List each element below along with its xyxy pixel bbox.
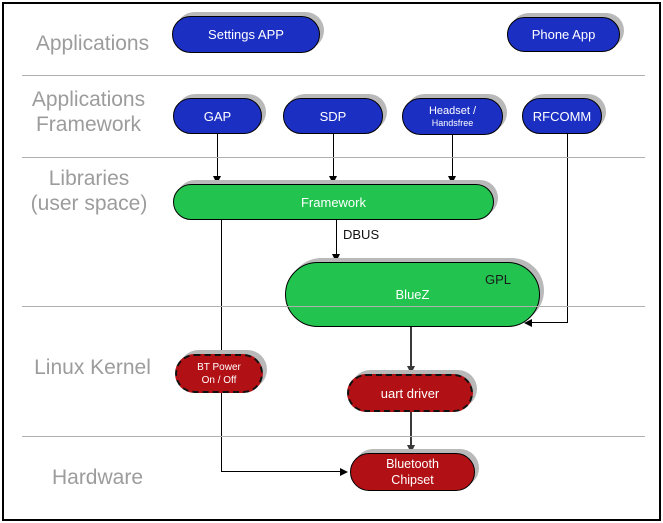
divider-libraries	[22, 306, 645, 307]
node-bluez: GPL BlueZ	[285, 262, 540, 327]
node-bluetooth-chipset: Bluetooth Chipset	[350, 453, 475, 491]
layer-label-line: Linux Kernel	[34, 356, 151, 379]
arrowhead-chipset-left	[340, 468, 348, 476]
arrowhead-headset	[448, 176, 456, 184]
node-label: Handsfree	[431, 117, 474, 128]
node-settings-app: Settings APP	[172, 16, 320, 53]
layer-label-line: (user space)	[30, 192, 148, 215]
layer-label-hardware: Hardware	[30, 465, 165, 490]
arrow-uart-to-chipset	[410, 412, 412, 446]
node-headset-handsfree: Headset / Handsfree	[402, 98, 503, 135]
divider-app-framework	[22, 157, 645, 158]
node-label: On / Off	[201, 374, 237, 386]
line-framework-to-hardware-horizontal	[221, 471, 340, 472]
divider-applications	[22, 75, 645, 76]
layer-label-line: Framework	[35, 113, 141, 136]
node-label: BlueZ	[395, 287, 430, 302]
arrow-sdp-to-framework	[333, 134, 334, 178]
gpl-annotation: GPL	[484, 272, 511, 287]
node-label: RFCOMM	[532, 108, 592, 124]
dbus-label: DBUS	[343, 227, 380, 242]
node-label: Phone App	[531, 27, 596, 42]
line-rfcomm-vertical	[567, 134, 568, 322]
node-rfcomm: RFCOMM	[522, 98, 602, 134]
arrow-bluez-to-uart	[410, 327, 412, 367]
arrowhead-chipset-top	[407, 445, 415, 453]
layer-label-linux-kernel: Linux Kernel	[20, 355, 165, 380]
divider-linux-kernel	[22, 436, 645, 437]
layer-label-line: Libraries	[48, 167, 130, 190]
node-uart-driver: uart driver	[347, 374, 473, 412]
arrowhead-gap	[213, 176, 221, 184]
layer-label-line: Hardware	[51, 466, 144, 489]
arrowhead-uart	[407, 366, 415, 374]
line-rfcomm-horizontal	[532, 322, 568, 323]
layer-label-applications-framework: Applications Framework	[16, 87, 161, 137]
layer-label-line: Applications	[35, 32, 150, 55]
node-framework: Framework	[173, 184, 494, 220]
node-label: Framework	[300, 194, 366, 210]
node-label: Bluetooth	[386, 457, 439, 471]
node-gap: GAP	[173, 98, 262, 134]
arrow-headset-to-framework	[452, 135, 453, 178]
node-bt-power: BT Power On / Off	[175, 354, 263, 393]
layer-label-applications: Applications	[20, 31, 165, 56]
node-label: SDP	[319, 108, 347, 124]
node-label: Headset /	[428, 104, 477, 117]
layer-label-libraries: Libraries (user space)	[14, 166, 164, 216]
node-label: Settings APP	[208, 27, 284, 42]
node-label: uart driver	[380, 385, 440, 401]
node-label: GAP	[203, 108, 232, 124]
arrowhead-dbus	[332, 254, 340, 262]
node-phone-app: Phone App	[507, 17, 620, 52]
line-framework-to-hardware-vertical	[221, 220, 222, 471]
node-label: BT Power	[197, 361, 241, 373]
arrow-gap-to-framework	[217, 134, 218, 178]
node-sdp: SDP	[283, 98, 383, 134]
arrowhead-sdp	[329, 176, 337, 184]
arrowhead-rfcomm-to-bluez	[524, 319, 532, 327]
node-label: Chipset	[391, 473, 434, 487]
arrow-framework-to-bluez	[336, 220, 337, 256]
layer-label-line: Applications	[31, 88, 146, 111]
